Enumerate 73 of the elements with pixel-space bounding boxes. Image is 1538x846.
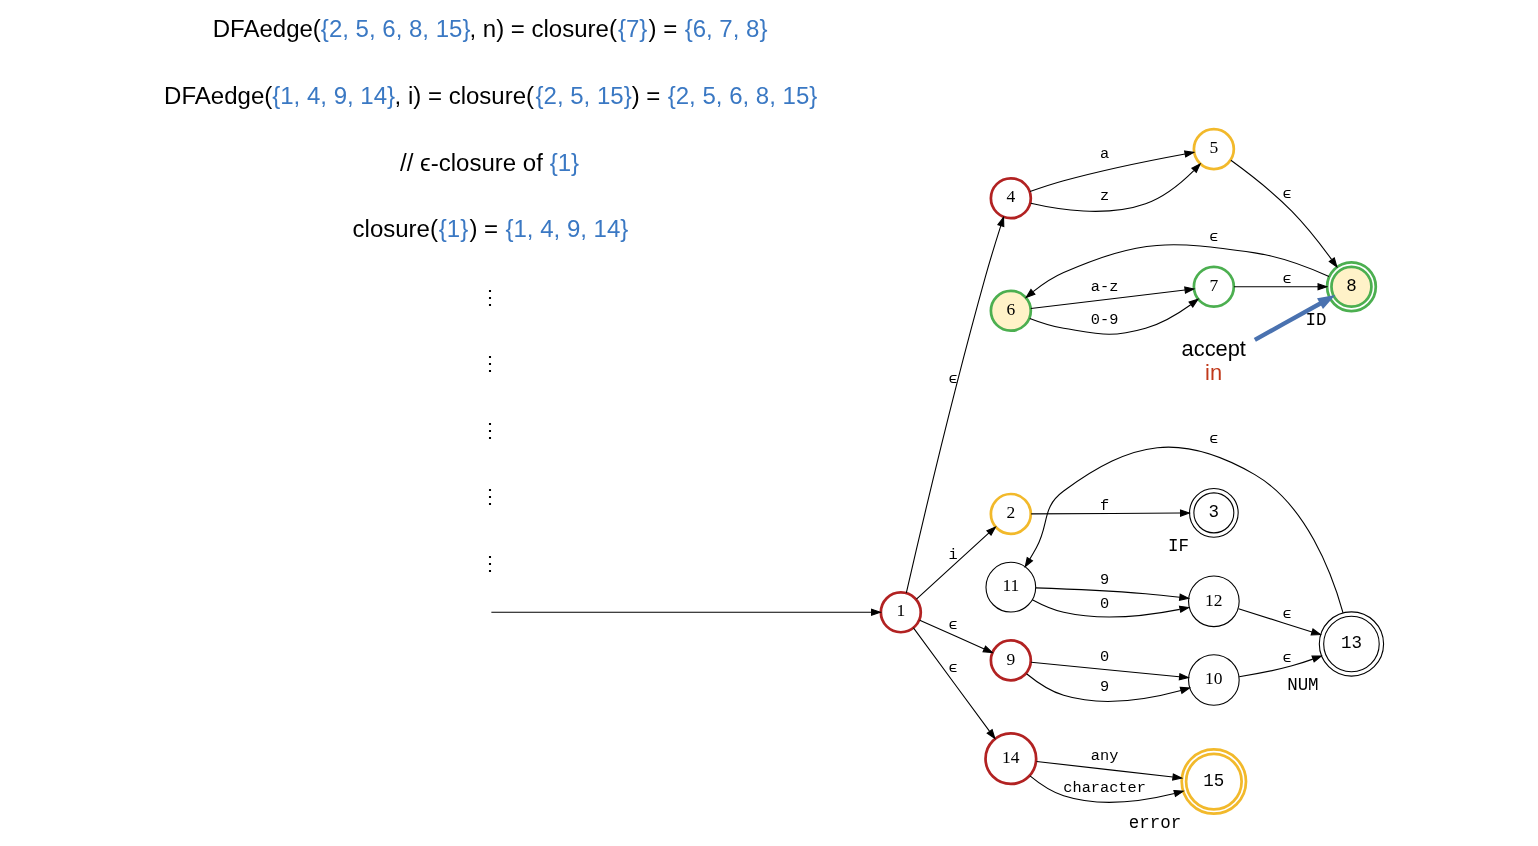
node-text: accept in [1181,335,1246,385]
arrow [918,619,994,654]
edge-label: 9 [1099,571,1109,590]
node-circle: 7 [1192,265,1235,309]
edge-label: z [1099,186,1109,205]
edge-label: character [1062,778,1146,797]
edge-label: ϵ [948,615,958,634]
arrow [1229,159,1338,269]
edge-label: a [1099,145,1109,164]
edge-label: 0-9 [1090,311,1118,330]
arrow [1035,760,1183,781]
label: ⋮ [479,485,500,508]
edge-label: i [948,545,958,564]
arrow [1028,150,1195,193]
node-circle: 10 [1187,654,1240,706]
edge-label: 0 [1099,647,1109,666]
node-circle: 15 [1179,748,1247,816]
node-circle: 11 [984,561,1036,613]
node-label: IF [1167,536,1189,557]
edge-label: 9 [1099,678,1109,697]
arrow [1253,295,1335,342]
arrow [1028,775,1185,803]
node-circle: 4 [989,176,1032,220]
edge-label: ϵ [1281,648,1292,667]
edge-label: ϵ [1281,604,1292,623]
node-label: error [1128,812,1181,833]
edge-label: ϵ [1208,228,1218,247]
edge-label: ϵ [948,370,958,389]
node-circle: 1 [879,590,922,634]
node-circle: 9 [989,639,1032,682]
edge-label: ϵ [1281,185,1292,204]
node-circle: 14 [983,732,1037,786]
node-label: ID [1305,310,1327,331]
node-circle: 2 [989,492,1032,536]
arrow [1233,282,1328,291]
node-label: NUM [1286,675,1319,696]
arrow [1030,509,1191,517]
label: ⋮ [479,418,500,441]
arrow [1237,608,1322,636]
label: ⋮ [479,352,500,375]
edge-label: ϵ [1208,430,1218,449]
arrow [1024,244,1330,299]
node-circle: 8 [1325,261,1377,313]
arrow [912,627,996,740]
label: ⋮ [479,285,500,308]
arrow [1023,446,1344,614]
arrow [490,608,882,617]
label: // ϵ-closure of {1} [399,148,579,176]
node-circle: 12 [1187,575,1240,628]
arrow [1031,599,1190,618]
arrow [1238,655,1323,678]
label: DFAedge({2, 5, 6, 8, 15}, n) = closure({7}) = {6, 7, 8} [212,15,767,43]
arrow [1030,661,1190,681]
arrow [1034,587,1190,601]
arrow [1029,286,1195,310]
label: DFAedge({1, 4, 9, 14}, i) = closure({2, 5, 15}) = {2, 5, 6, 8, 15} [163,81,817,109]
edge-label: ϵ [1281,269,1292,288]
arrow [1029,162,1201,212]
edge-label: any [1090,746,1118,765]
node-circle: 5 [1192,127,1235,171]
label: closure({1}) = {1, 4, 9, 14} [352,215,628,243]
arrow [1028,298,1199,335]
node-circle: 13 [1318,611,1384,677]
edge-label: a-z [1090,278,1118,297]
arrow [915,525,997,600]
edge-label: ϵ [948,658,958,677]
node-circle: 3 [1188,488,1239,538]
arrow [1025,673,1191,702]
edge-label: 0 [1099,595,1109,614]
edge-label: f [1099,496,1109,515]
label: ⋮ [479,552,500,575]
node-circle: 6 [989,289,1032,333]
arrow [905,215,1004,594]
